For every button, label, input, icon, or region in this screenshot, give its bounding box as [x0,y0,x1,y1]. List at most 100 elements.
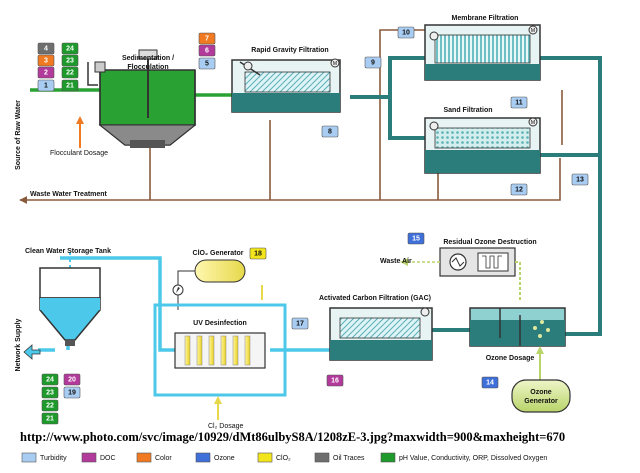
clean-water-tank [39,267,101,346]
svg-text:M: M [333,61,337,67]
legend-label: Turbidity [40,455,67,462]
badge-doc: 16 [326,374,344,387]
badge-ph: 21 [61,79,79,92]
legend-swatch [21,452,37,463]
legend-item-color: Color [136,452,172,463]
badge-number: 15 [412,235,420,242]
ozone-dosage-label: Ozone Dosage [486,355,535,362]
legend-label: pH Value, Conductivity, ORP, Dissolved O… [399,455,547,462]
badge-doc: 2 [37,66,55,79]
badge-turbidity: 8 [321,125,339,138]
badge-number: 14 [486,379,494,386]
legend-item-oil: Oil Traces [314,452,365,463]
waste-air-label: Waste Air [380,258,412,265]
legend-item-ph: pH Value, Conductivity, ORP, Dissolved O… [380,452,547,463]
badge-oil: 4 [37,42,55,55]
ozone-contact-tank [469,282,566,380]
sand-label: Sand Filtration [444,107,493,114]
rapid-gravity-filter: M [231,58,341,113]
legend-swatch [257,452,273,463]
membrane-filter: M [424,24,541,81]
badge-doc: 20 [63,373,81,386]
legend-swatch [380,452,396,463]
badge-color: 3 [37,54,55,67]
legend-label: Color [155,455,172,462]
badge-number: 12 [515,186,523,193]
waste-water-pipes [19,29,563,204]
uv-disinfection [153,303,287,420]
badge-number: 2 [44,69,48,76]
badge-ph: 23 [41,386,59,399]
badge-number: 20 [68,376,76,383]
svg-text:M: M [531,120,535,126]
badge-number: 23 [66,57,74,64]
legend-swatch [81,452,97,463]
badge-ph: 21 [41,412,59,425]
legend-swatch [195,452,211,463]
badge-number: 22 [46,402,54,409]
legend-swatch [136,452,152,463]
badge-turbidity: 19 [63,386,81,399]
clo2-generator [172,259,263,310]
main-pipes [350,56,602,336]
badge-number: 21 [46,415,54,422]
legend-swatch [314,452,330,463]
badge-ph: 22 [61,66,79,79]
legend-item-turbidity: Turbidity [21,452,67,463]
badge-turbidity: 12 [510,183,528,196]
legend: Turbidity DOC Color Ozone ClO₂ Oil Traces pH V… [21,452,547,463]
legend-label: DOC [100,455,116,462]
clean-tank-label: Clean Water Storage Tank [25,248,111,255]
badge-number: 19 [68,389,76,396]
ozone-gen-label-1: Ozone [530,389,551,396]
badge-ph: 23 [61,54,79,67]
rapid-gravity-label: Rapid Gravity Filtration [251,47,328,54]
ozone-gen-label-2: Generator [524,398,558,405]
badge-turbidity: 9 [364,56,382,69]
badge-number: 13 [576,176,584,183]
badge-ph: 24 [61,42,79,55]
badge-number: 9 [371,59,375,66]
network-arrow [23,344,41,360]
badge-number: 11 [515,99,523,106]
legend-label: Ozone [214,455,235,462]
badge-doc: 6 [198,44,216,57]
flocculant-label: Flocculant Dosage [50,150,108,157]
source-label: Source of Raw Water [15,100,22,170]
badge-ph: 22 [41,399,59,412]
badge-number: 22 [66,69,74,76]
badge-number: 24 [46,376,54,383]
waste-water-label: Waste Water Treatment [30,191,108,198]
badge-turbidity: 17 [291,317,309,330]
badge-turbidity: 1 [37,79,55,92]
gac-label: Activated Carbon Filtration (GAC) [319,295,431,302]
legend-label: ClO₂ [276,455,291,462]
badge-turbidity: 13 [571,173,589,186]
badge-color: 7 [198,32,216,45]
badge-number: 10 [402,29,410,36]
legend-item-clo2: ClO₂ [257,452,291,463]
badge-ph: 24 [41,373,59,386]
badge-number: 18 [254,250,262,257]
membrane-label: Membrane Filtration [452,15,519,22]
badge-number: 23 [46,389,54,396]
clo2-gen-label: ClO₂ Generator [193,250,244,257]
badge-number: 1 [44,82,48,89]
flocculation-label: Flocculation [127,64,168,71]
badge-number: 21 [66,82,74,89]
cl2-label: Cl₂ Dosage [208,423,244,430]
badge-number: 6 [205,47,209,54]
badge-number: 4 [44,45,48,52]
residual-ozone-unit [400,247,521,282]
badge-ozone: 15 [407,232,425,245]
badge-turbidity: 11 [510,96,528,109]
sedimentation-tank [87,49,197,148]
badge-number: 17 [296,320,304,327]
badge-ozone: 14 [481,376,499,389]
sedimentation-label: Sedimentation / [122,55,174,62]
ozone-generator [511,379,571,413]
uv-label: UV Desinfection [193,320,247,327]
